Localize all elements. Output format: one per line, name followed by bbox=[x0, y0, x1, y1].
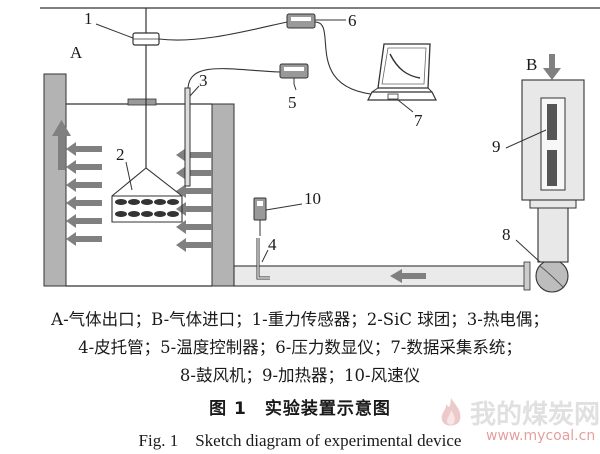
experimental-device-diagram: A B 1 2 3 4 5 6 7 8 9 10 bbox=[40, 7, 600, 293]
label-4: 4 bbox=[268, 235, 277, 254]
label-5: 5 bbox=[288, 93, 297, 112]
thermocouple-cable bbox=[187, 68, 281, 89]
sensor-cable bbox=[158, 21, 288, 41]
air-duct bbox=[233, 265, 527, 287]
pellet-basket bbox=[111, 167, 183, 223]
leader-lines bbox=[95, 19, 547, 263]
label-B: B bbox=[526, 55, 537, 74]
pressure-cable bbox=[314, 21, 381, 96]
figure-caption-chinese: 图 1 实验装置示意图 bbox=[209, 399, 391, 419]
left-flow-arrows bbox=[66, 142, 102, 246]
label-7: 7 bbox=[414, 111, 423, 130]
watermark: 我的煤炭网 www.mycoal.cn bbox=[430, 392, 600, 452]
label-A: A bbox=[70, 43, 83, 62]
legend-line-1: A-气体出口；B-气体进口；1-重力传感器；2-SiC 球团；3-热电偶； bbox=[51, 310, 549, 329]
label-8: 8 bbox=[502, 225, 511, 244]
heater-element-lower bbox=[547, 150, 557, 186]
lid-plate bbox=[127, 98, 157, 106]
label-1: 1 bbox=[84, 9, 93, 28]
thermocouple bbox=[184, 87, 191, 187]
inlet-arrow-head bbox=[543, 68, 561, 80]
left-wall bbox=[43, 73, 67, 287]
heater-column-neck bbox=[529, 199, 577, 209]
outlet-arrow-head bbox=[52, 120, 71, 136]
flame-logo-icon bbox=[441, 398, 461, 426]
watermark-text: 我的煤炭网 bbox=[470, 400, 600, 430]
duct-flow-arrow bbox=[390, 269, 426, 283]
duct-flange bbox=[523, 261, 531, 291]
sic-pellets bbox=[115, 199, 179, 217]
watermark-url: www.mycoal.cn bbox=[486, 428, 596, 444]
label-9: 9 bbox=[492, 137, 501, 156]
right-wall bbox=[211, 103, 235, 287]
figure-caption-english: Fig. 1 Sketch diagram of experimental de… bbox=[138, 431, 462, 450]
label-2: 2 bbox=[116, 145, 125, 164]
label-3: 3 bbox=[199, 71, 208, 90]
right-flow-arrows bbox=[176, 148, 212, 252]
legend-line-2: 4-皮托管；5-温度控制器；6-压力数显仪；7-数据采集系统； bbox=[78, 338, 522, 357]
label-6: 6 bbox=[348, 11, 357, 30]
heater-element-upper bbox=[547, 104, 557, 140]
legend-line-3: 8-鼓风机；9-加热器；10-风速仪 bbox=[179, 366, 421, 385]
inlet-arrow-shaft bbox=[549, 54, 555, 70]
label-10: 10 bbox=[304, 189, 321, 208]
data-acquisition-laptop bbox=[367, 43, 437, 101]
outlet-arrow-shaft bbox=[58, 134, 65, 170]
heater-column-lower bbox=[537, 205, 569, 263]
